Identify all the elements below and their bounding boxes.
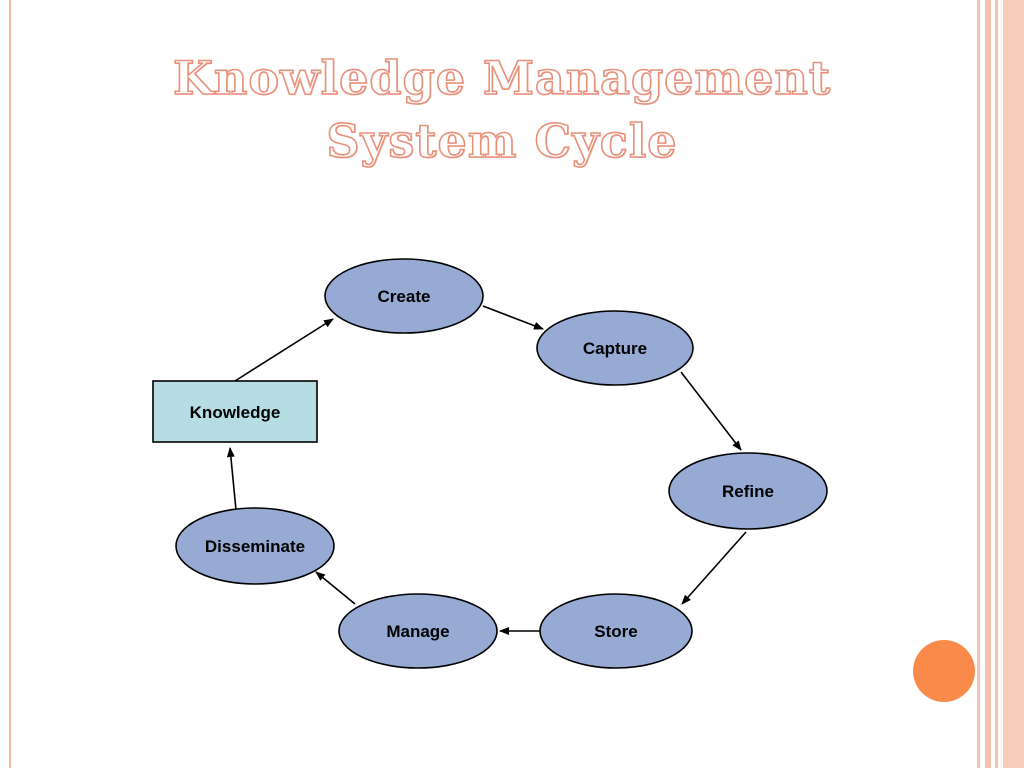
arrow-knowledge-to-create [234,318,334,382]
arrow-manage-to-disseminate [315,571,356,605]
create-label: Create [378,287,431,306]
disseminate-node [175,507,335,585]
knowledge-label: Knowledge [190,403,281,422]
manage-node [338,593,498,669]
right-border-stripe [985,0,991,768]
create-node [324,258,484,334]
disseminate-label: Disseminate [205,537,305,556]
arrow-disseminate-to-knowledge [226,447,237,511]
arrow-create-to-capture [482,305,544,330]
refine-label: Refine [722,482,774,501]
arrow-capture-to-refine [680,371,742,451]
store-label: Store [594,622,637,641]
accent-circle [913,640,975,702]
capture-label: Capture [583,339,647,358]
knowledge-box [152,380,318,443]
left-border-line [9,0,11,768]
arrow-refine-to-store [681,531,747,605]
right-border-stripe [977,0,980,768]
right-border-stripe [995,0,998,768]
refine-node [668,452,828,530]
slide-title-line-2: System Cycle [326,113,678,169]
slide-title-line-1: Knowledge Management [172,50,832,106]
right-border-stripe [1003,0,1024,768]
manage-label: Manage [386,622,449,641]
store-node [539,593,693,669]
capture-node [536,310,694,386]
